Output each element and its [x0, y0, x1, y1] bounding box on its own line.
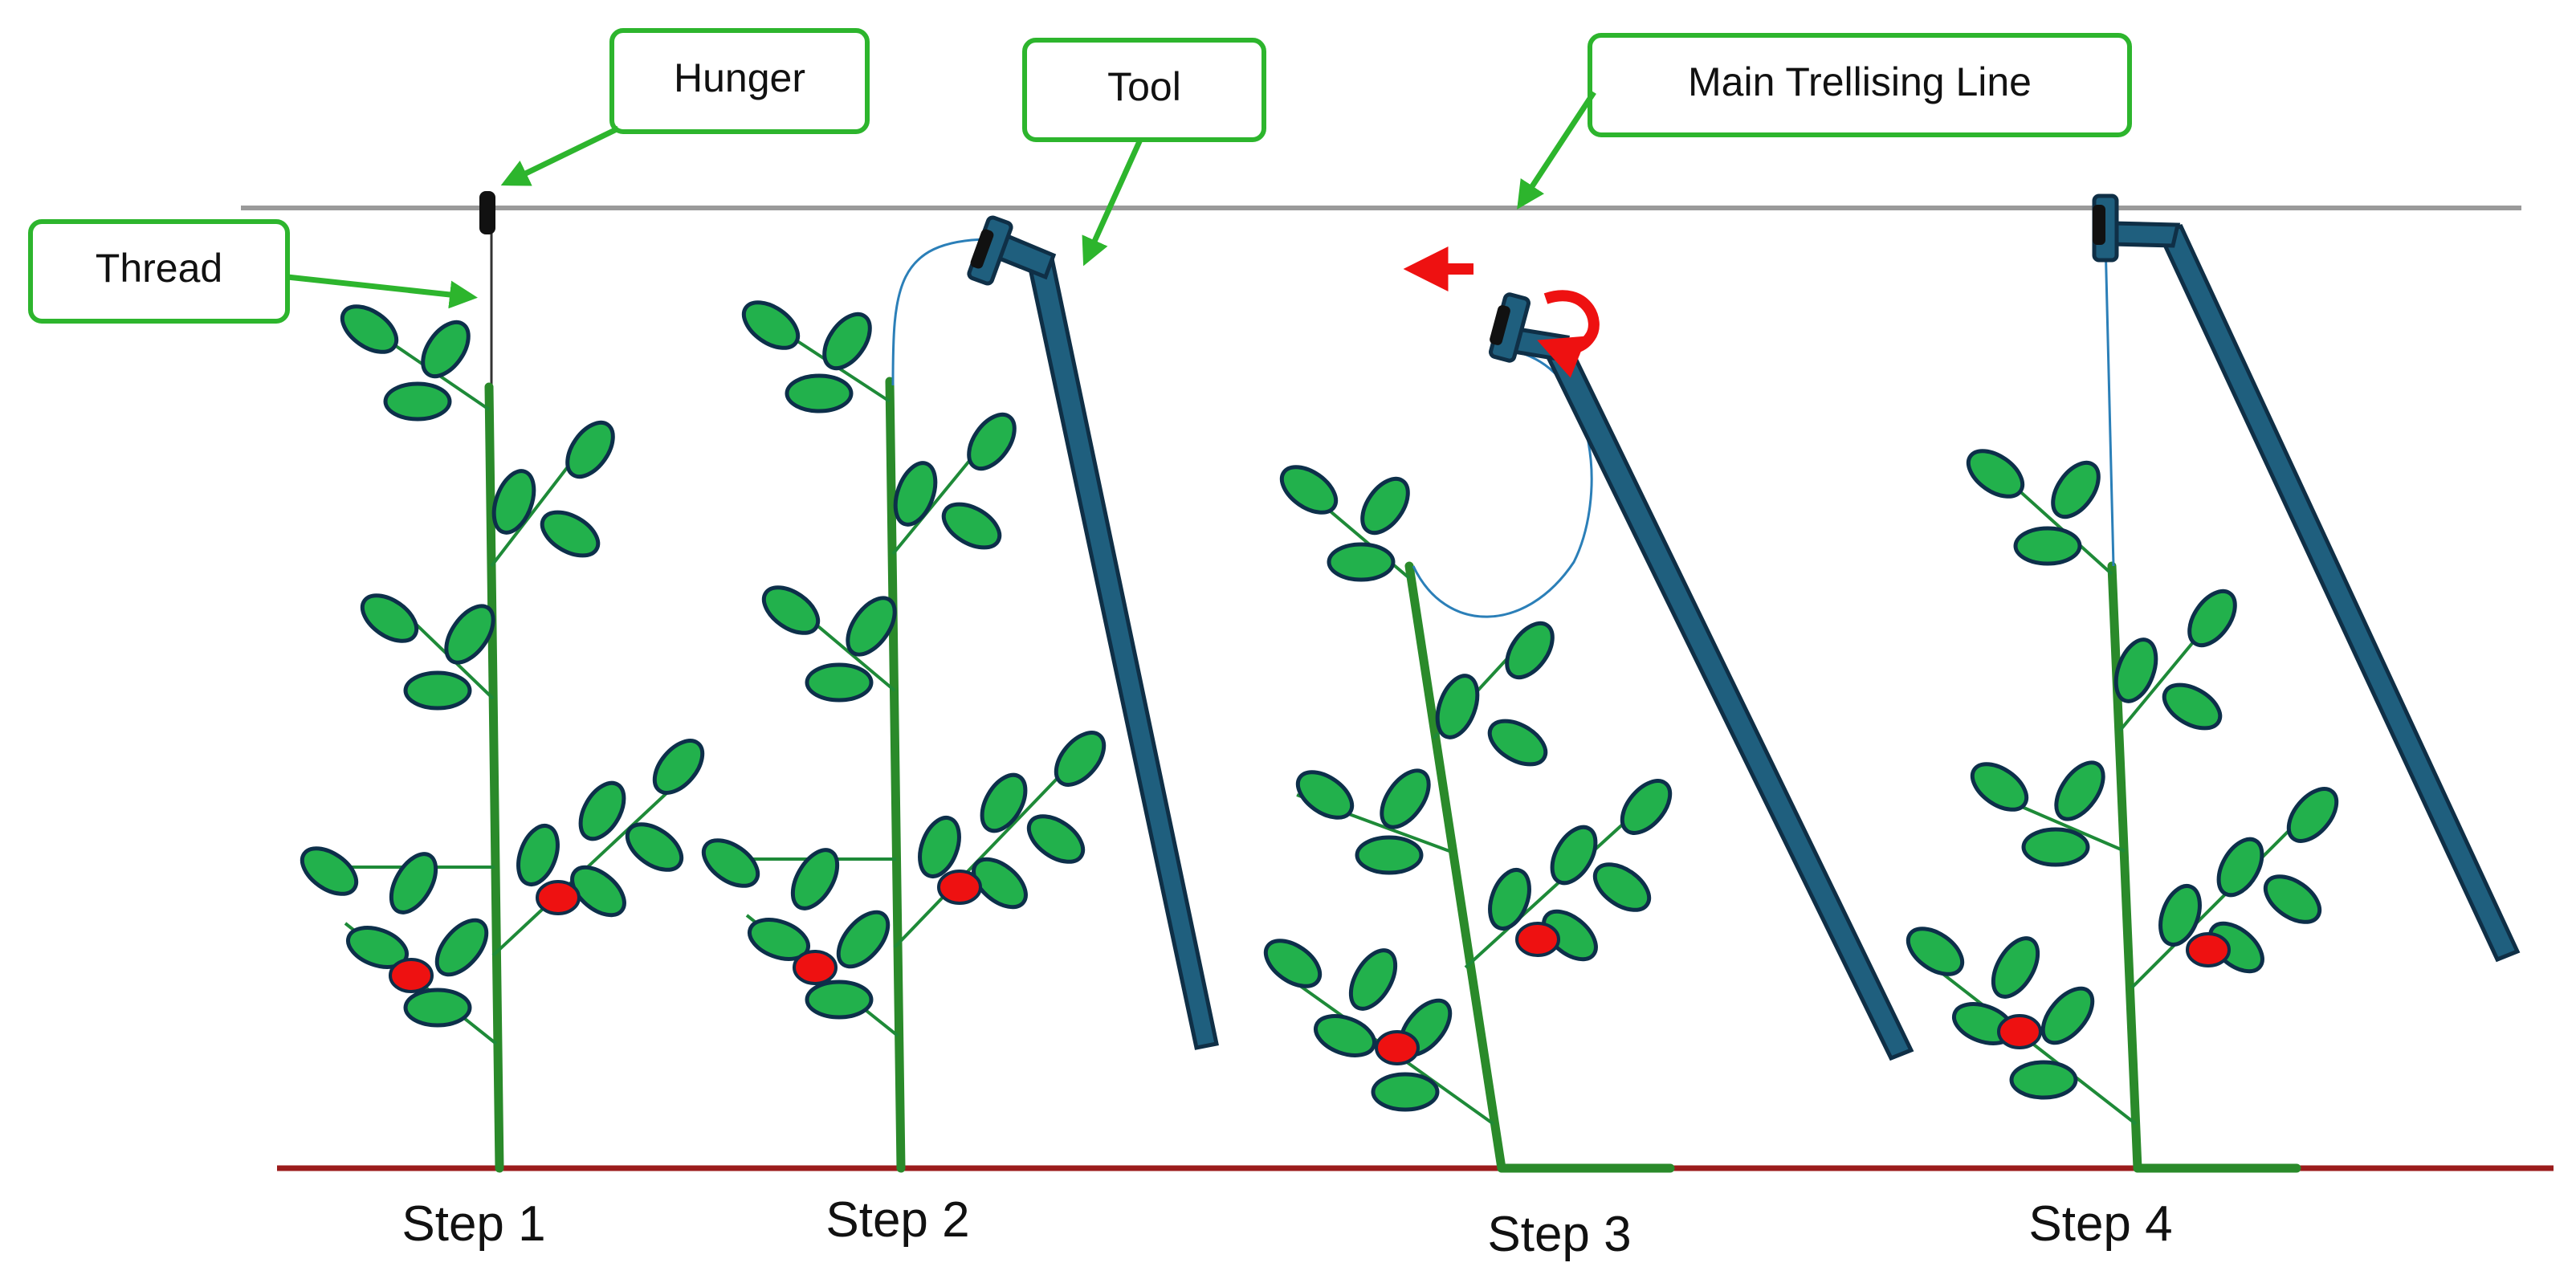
tomato-fruit [1997, 1014, 2042, 1049]
callout-main-trellising-line: Main Trellising Line [1517, 33, 2132, 210]
tomato-fruit [1375, 1030, 1420, 1065]
step-label-2: Step 2 [825, 1192, 969, 1248]
tomato-fruit [536, 880, 581, 915]
tomato-fruit [793, 950, 838, 985]
plant-step-4 [1906, 193, 2521, 1173]
plant-step-2 [701, 215, 1219, 1173]
callout-hunger: Hunger [500, 28, 870, 186]
plant-step-3 [1263, 246, 1914, 1173]
red-curved-arrow-icon [1537, 290, 1600, 378]
tool-pole [1545, 344, 1914, 1061]
step-label-3: Step 3 [1487, 1207, 1631, 1262]
callout-main-line-text: Main Trellising Line [1688, 59, 2032, 104]
tool-pole [1027, 255, 1219, 1050]
hanger-clip-icon [1490, 305, 1510, 345]
hanger-clip-icon [970, 229, 994, 269]
plant-step-1 [300, 191, 705, 1173]
step-label-4: Step 4 [2028, 1196, 2172, 1252]
step-label-1: Step 1 [401, 1196, 545, 1252]
callout-thread: Thread [28, 219, 478, 324]
hanger-clip-icon [2093, 205, 2105, 245]
tomato-fruit [389, 958, 434, 993]
callout-tool-text: Tool [1107, 64, 1181, 109]
tomato-fruit [1515, 922, 1560, 957]
hanger-clip-icon [479, 191, 495, 234]
callout-tool: Tool [1022, 38, 1266, 267]
callout-hunger-text: Hunger [674, 55, 805, 100]
tomato-fruit [937, 870, 982, 905]
callout-thread-text: Thread [96, 246, 222, 291]
tomato-fruit [2186, 932, 2231, 967]
